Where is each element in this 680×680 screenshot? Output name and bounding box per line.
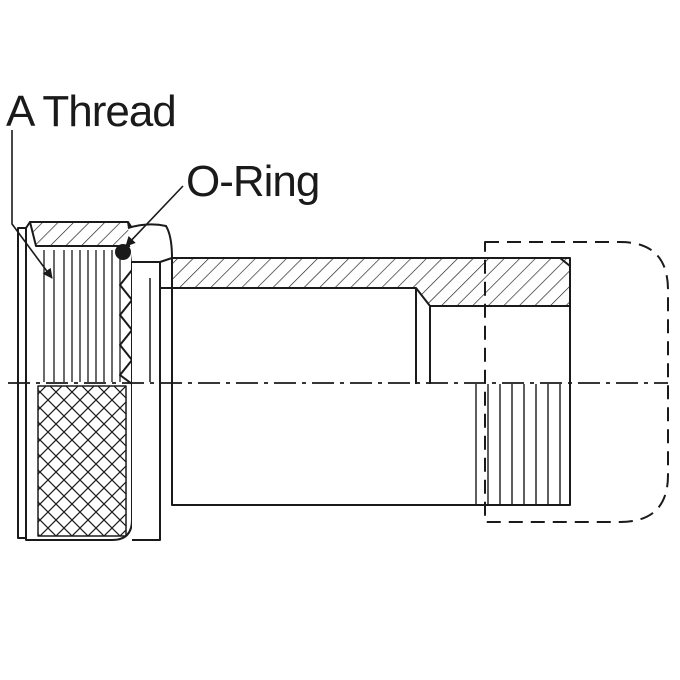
coupling-nut-knurl (38, 386, 126, 536)
collar (132, 249, 161, 541)
body-wall-hatched-section (171, 257, 571, 307)
o-ring-lip (127, 223, 173, 263)
rear-thread-ribs (475, 384, 561, 505)
coupling-nut-hatched-section (29, 221, 133, 247)
a-thread-label: A Thread (6, 87, 176, 136)
body-outline (171, 258, 571, 506)
o-ring-label: O-Ring (186, 157, 319, 206)
a-thread-leader (11, 130, 53, 279)
o-ring-leader (125, 185, 184, 247)
mating-part-dashed-outline (484, 241, 669, 523)
o-ring (115, 244, 131, 260)
